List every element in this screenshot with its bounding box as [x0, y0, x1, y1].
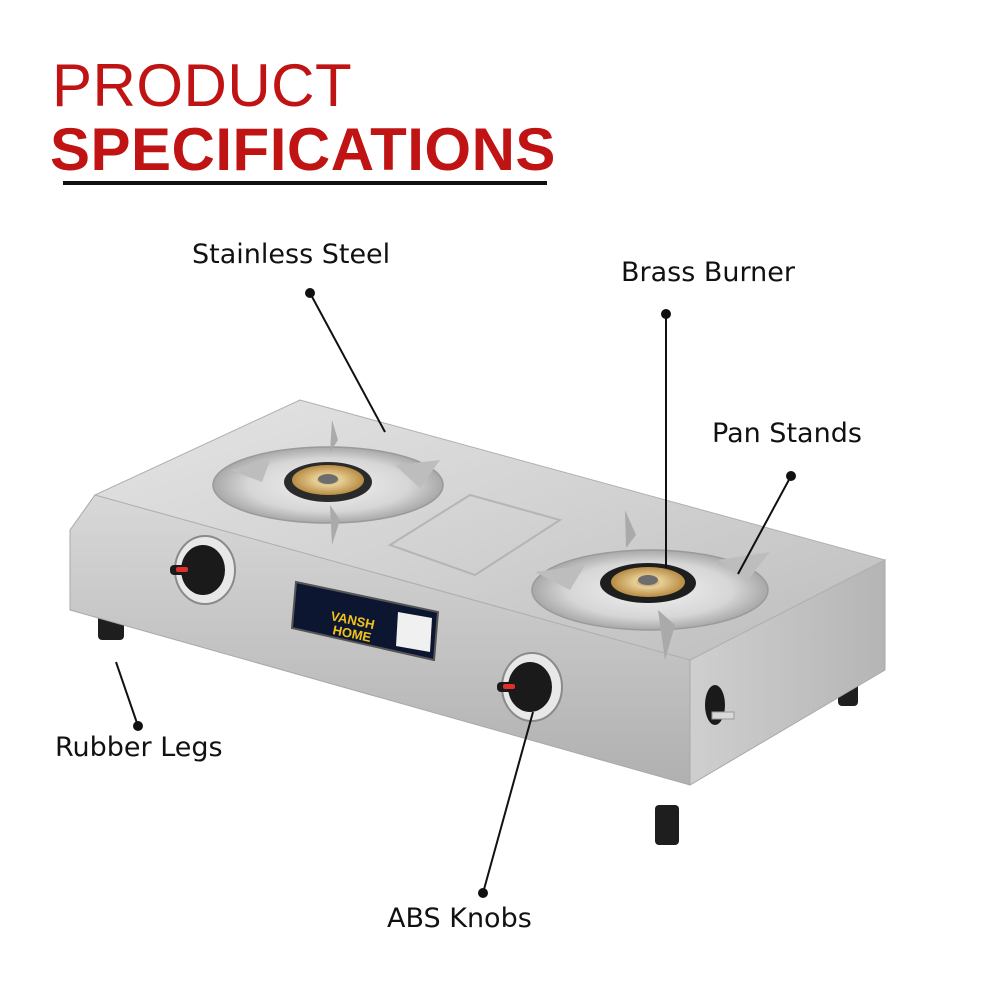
pan-stand [395, 460, 440, 488]
callout-abs-knobs: ABS Knobs [387, 903, 532, 934]
callout-stainless-steel: Stainless Steel [192, 239, 391, 270]
gas-inlet [705, 685, 735, 725]
pan-stand [230, 460, 270, 482]
pan-stand [330, 420, 338, 452]
callout-brass-burner: Brass Burner [621, 257, 795, 288]
pan-stand [658, 610, 675, 660]
title-product: PRODUCT [52, 52, 353, 119]
left-knob [170, 535, 236, 605]
leader-pan-stands [737, 471, 796, 575]
pan-stand [625, 510, 636, 548]
right-burner [531, 510, 770, 660]
center-recess [387, 493, 563, 577]
leader-brass-burner [661, 309, 671, 568]
callout-pan-stands: Pan Stands [712, 418, 862, 449]
brand-label-plate: VANSH HOME [290, 580, 440, 662]
leader-rubber-legs [115, 661, 143, 731]
pan-stand [535, 565, 585, 590]
right-knob [497, 652, 563, 722]
callout-rubber-legs: Rubber Legs [55, 732, 223, 763]
left-burner [212, 420, 444, 545]
leader-stainless-steel [305, 288, 386, 433]
title-specifications: SPECIFICATIONS [50, 116, 556, 183]
leader-abs-knobs [478, 711, 534, 898]
pan-stand [330, 505, 340, 545]
title-underline [63, 181, 547, 185]
pan-stand [718, 552, 770, 580]
